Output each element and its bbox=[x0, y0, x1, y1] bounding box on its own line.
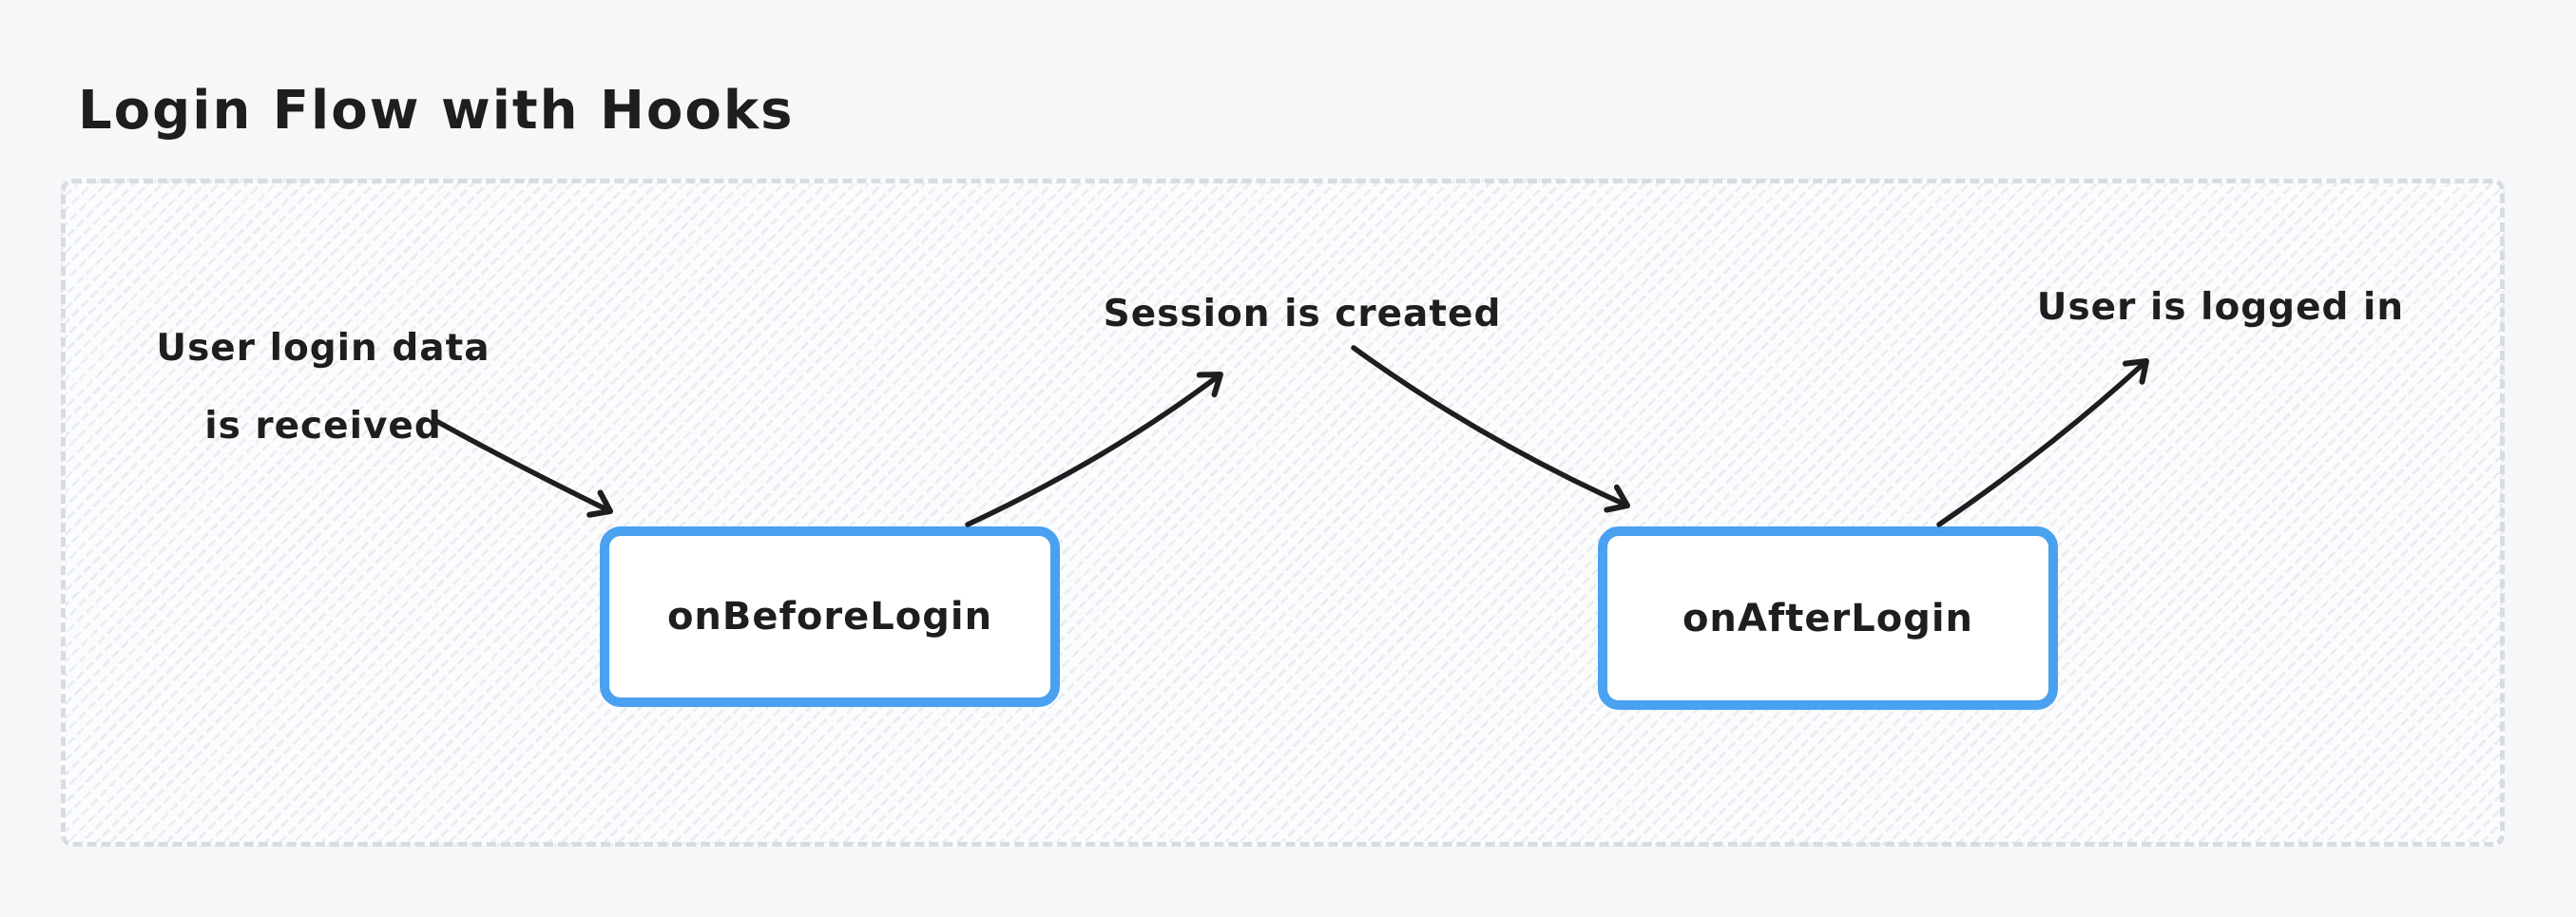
node-onafterlogin-label: onAfterLogin bbox=[1682, 596, 1974, 640]
diagram-title[interactable]: Login Flow with Hooks bbox=[78, 80, 795, 142]
node-onbeforelogin-label: onBeforeLogin bbox=[666, 595, 993, 639]
arrow-session-to-onafterlogin[interactable] bbox=[1351, 345, 1630, 513]
annotation-session-created[interactable]: Session is created bbox=[1103, 293, 1502, 336]
annotation-user-logged-in[interactable]: User is logged in bbox=[2036, 286, 2405, 330]
annotation-user-login-data[interactable]: User login data is received bbox=[156, 327, 490, 448]
node-onafterlogin[interactable]: onAfterLogin bbox=[1598, 526, 2058, 710]
arrow-onafterlogin-to-logged-in[interactable] bbox=[1936, 358, 2149, 527]
node-onbeforelogin[interactable]: onBeforeLogin bbox=[600, 526, 1060, 707]
dashed-container[interactable] bbox=[61, 179, 2505, 847]
arrow-login-data-to-onbeforelogin[interactable] bbox=[432, 417, 613, 518]
arrow-onbeforelogin-to-session[interactable] bbox=[965, 372, 1223, 527]
